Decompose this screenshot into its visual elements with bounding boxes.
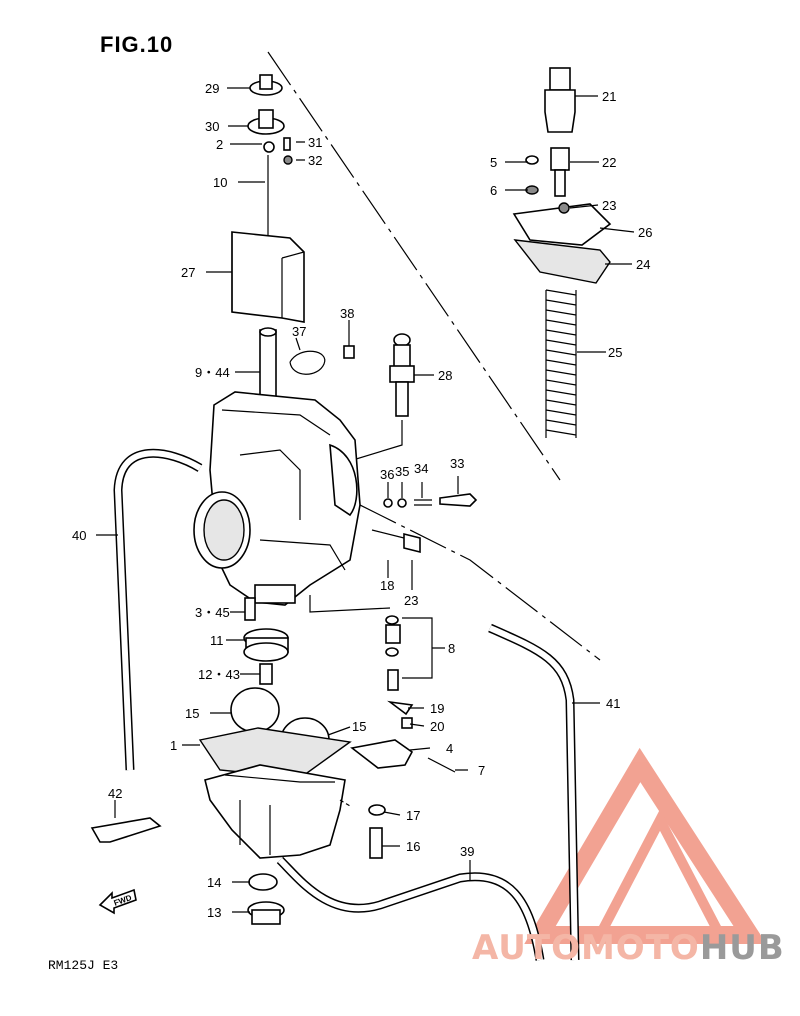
callout-27: 27 xyxy=(181,265,195,280)
drain-plug-parts xyxy=(247,873,285,925)
air-screw-parts xyxy=(383,493,478,508)
callout-35: 35 xyxy=(395,464,409,479)
callout-21: 21 xyxy=(602,89,616,104)
main-jet-parts xyxy=(243,597,289,685)
callout-38: 38 xyxy=(340,306,354,321)
leader-lines xyxy=(96,87,635,913)
callout-12-43: 12・43 xyxy=(198,667,240,682)
rubber-boot-part xyxy=(231,231,305,323)
callout-33: 33 xyxy=(450,456,464,471)
callout-6: 6 xyxy=(490,183,497,198)
callout-36: 36 xyxy=(380,467,394,482)
bracket-part xyxy=(90,817,162,843)
callout-4: 4 xyxy=(446,741,453,756)
callout-11: 11 xyxy=(210,633,224,648)
spring-part xyxy=(545,289,577,438)
callout-41: 41 xyxy=(606,696,620,711)
callout-14: 14 xyxy=(207,875,221,890)
callout-3-45: 3・45 xyxy=(195,605,230,620)
callout-8: 8 xyxy=(448,641,455,656)
callout-22: 22 xyxy=(602,155,616,170)
reference-line-mid xyxy=(309,479,601,661)
fwd-arrow-icon xyxy=(98,888,137,915)
clip-part xyxy=(289,345,355,375)
float-pin-parts xyxy=(350,739,456,773)
watermark-part1: AUTOMOTO xyxy=(472,928,700,968)
callout-labels: 29 30 2 31 32 10 27 37 38 9・44 28 21 5 2… xyxy=(72,81,652,920)
callout-20: 20 xyxy=(430,719,444,734)
callout-29: 29 xyxy=(205,81,219,96)
callout-5: 5 xyxy=(490,155,497,170)
callout-37: 37 xyxy=(292,324,306,339)
callout-16: 16 xyxy=(406,839,420,854)
callout-40: 40 xyxy=(72,528,86,543)
callout-15b: 15 xyxy=(352,719,366,734)
float-valve-parts xyxy=(385,615,414,729)
callout-2: 2 xyxy=(216,137,223,152)
callout-31: 31 xyxy=(308,135,322,150)
carburetor-body xyxy=(193,391,361,606)
starter-plunger-part xyxy=(319,333,415,471)
callout-28: 28 xyxy=(438,368,452,383)
callout-30: 30 xyxy=(205,119,219,134)
callout-32: 32 xyxy=(308,153,322,168)
callout-19: 19 xyxy=(430,701,444,716)
callout-24: 24 xyxy=(636,257,650,272)
callout-18: 18 xyxy=(380,578,394,593)
needle-jet-part xyxy=(371,529,421,554)
screw-washer-parts xyxy=(368,804,386,859)
reference-line-top xyxy=(267,51,561,481)
callout-1: 1 xyxy=(170,738,177,753)
cable-adjuster-part xyxy=(247,74,293,235)
callout-23: 23 xyxy=(602,198,616,213)
callout-25: 25 xyxy=(608,345,622,360)
callout-15a: 15 xyxy=(185,706,199,721)
watermark-text: AUTOMOTOHUB xyxy=(472,928,785,968)
callout-39: 39 xyxy=(460,844,474,859)
model-code: RM125J E3 xyxy=(48,958,119,973)
watermark-part2: HUB xyxy=(699,928,785,968)
throttle-valve-part xyxy=(259,327,277,401)
float-bowl-part xyxy=(198,727,352,859)
slide-assembly-part xyxy=(512,67,612,284)
callout-42: 42 xyxy=(108,786,122,801)
callout-23b: 23 xyxy=(404,593,418,608)
callout-34: 34 xyxy=(414,461,428,476)
callout-26: 26 xyxy=(638,225,652,240)
callout-7: 7 xyxy=(478,763,485,778)
figure-title: FIG.10 xyxy=(100,32,174,57)
watermark-logo xyxy=(524,747,767,944)
callout-13: 13 xyxy=(207,905,221,920)
callout-10: 10 xyxy=(213,175,227,190)
callout-17: 17 xyxy=(406,808,420,823)
callout-9-44: 9・44 xyxy=(195,365,230,380)
